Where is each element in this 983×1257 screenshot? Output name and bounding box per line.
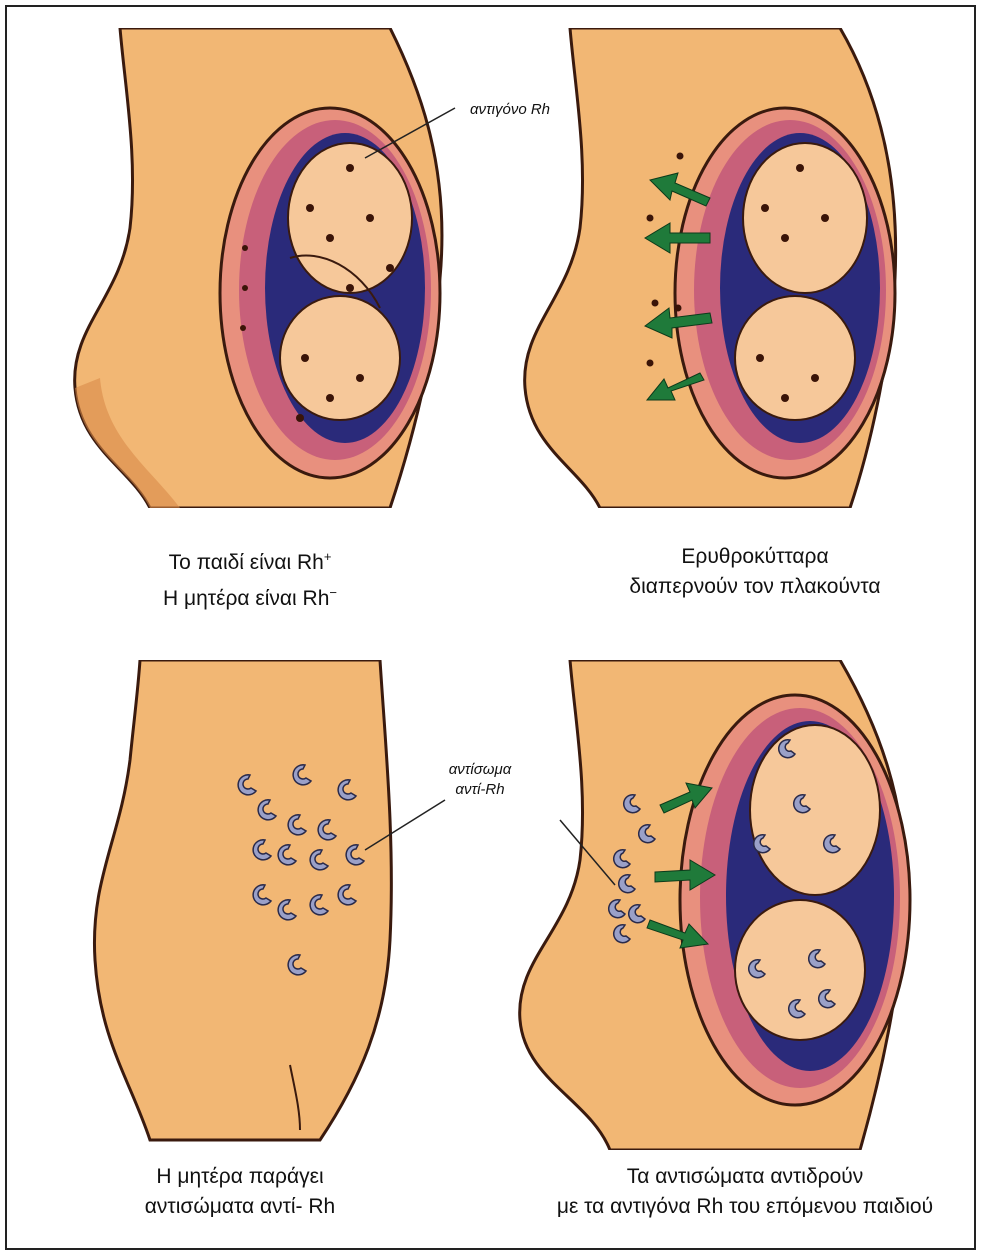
caption-top-right: Ερυθροκύτταρα διαπερνούν τον πλακούντα: [560, 542, 950, 602]
caption-top-left: Το παιδί είναι Rh+ Η μητέρα είναι Rh−: [60, 542, 440, 614]
pregnant-body-illustration: [500, 28, 970, 508]
panel-baby-rh-positive: αντιγόνο Rh: [60, 28, 460, 508]
pregnant-body-illustration: [500, 660, 970, 1150]
caption-bottom-right: Τα αντισώματα αντιδρούν με τα αντιγόνα R…: [520, 1162, 970, 1222]
baby-body: [743, 143, 867, 293]
baby-head: [735, 296, 855, 420]
baby-head: [280, 296, 400, 420]
pregnant-body-illustration: [60, 28, 460, 508]
panel-antibodies-react: [500, 660, 970, 1200]
panel-red-cells-cross: [500, 28, 970, 508]
caption-bottom-left: Η μητέρα παράγει αντισώματα αντί- Rh: [60, 1162, 420, 1222]
mother-torso-illustration: [60, 660, 460, 1200]
baby-body: [750, 725, 880, 895]
panel-mother-makes-antibodies: αντίσωμα αντί-Rh: [60, 660, 460, 1200]
